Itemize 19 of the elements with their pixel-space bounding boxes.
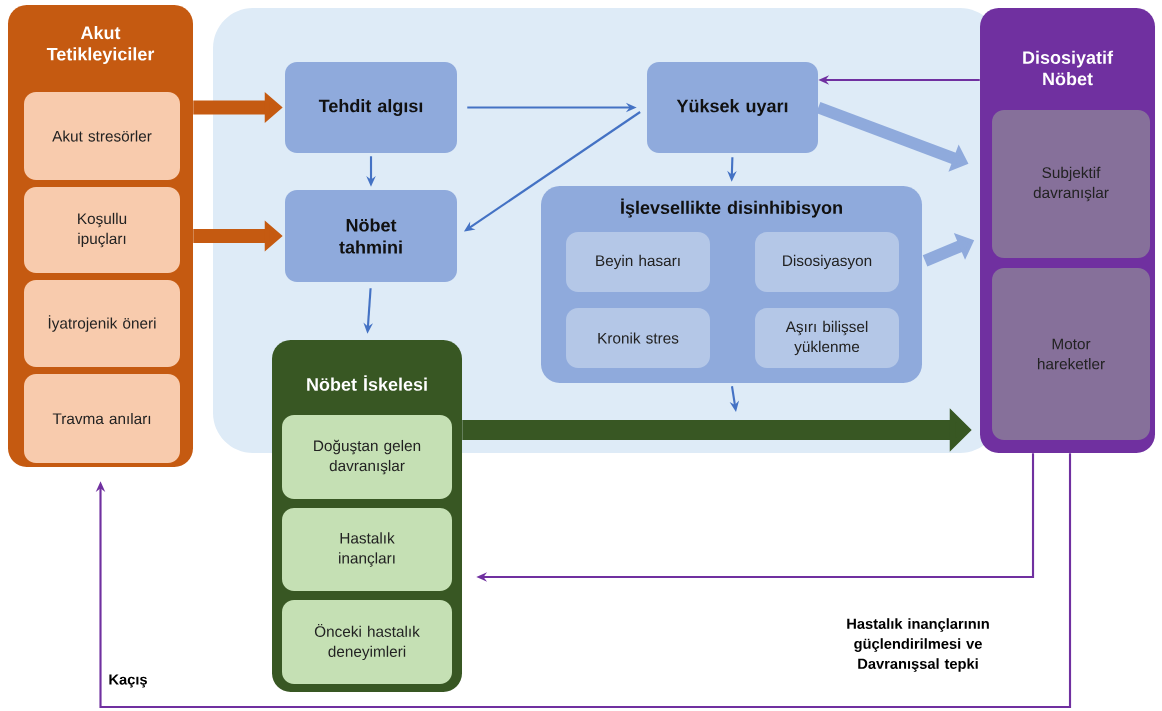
arrow <box>95 453 1072 709</box>
edge-label: Hastalık inançlarının güçlendirilmesi ve Davranışsal tepki <box>847 618 989 672</box>
process-box: Travma anıları <box>24 374 180 463</box>
process-box: Akut stresörler <box>24 92 180 180</box>
process-box: Disosiyasyon <box>755 232 899 292</box>
process-box: Aşırı bilişsel yüklenme <box>755 308 899 368</box>
process-box: Subjektif davranışlar <box>992 110 1150 258</box>
process-box: Nöbet tahmini <box>285 190 457 282</box>
process-box: Tehdit algısı <box>285 62 457 153</box>
process-box: Hastalık inançları <box>282 508 452 591</box>
edge-label: Kaçış <box>109 674 147 688</box>
process-box: Motor hareketler <box>992 268 1150 440</box>
process-box: Önceki hastalık deneyimleri <box>282 600 452 684</box>
process-box: Yüksek uyarı <box>647 62 818 153</box>
process-box: Koşullu ipuçları <box>24 187 180 273</box>
process-box: İyatrojenik öneri <box>24 280 180 367</box>
process-box: Doğuştan gelen davranışlar <box>282 415 452 499</box>
process-box: Kronik stres <box>566 308 710 368</box>
process-box: Beyin hasarı <box>566 232 710 292</box>
